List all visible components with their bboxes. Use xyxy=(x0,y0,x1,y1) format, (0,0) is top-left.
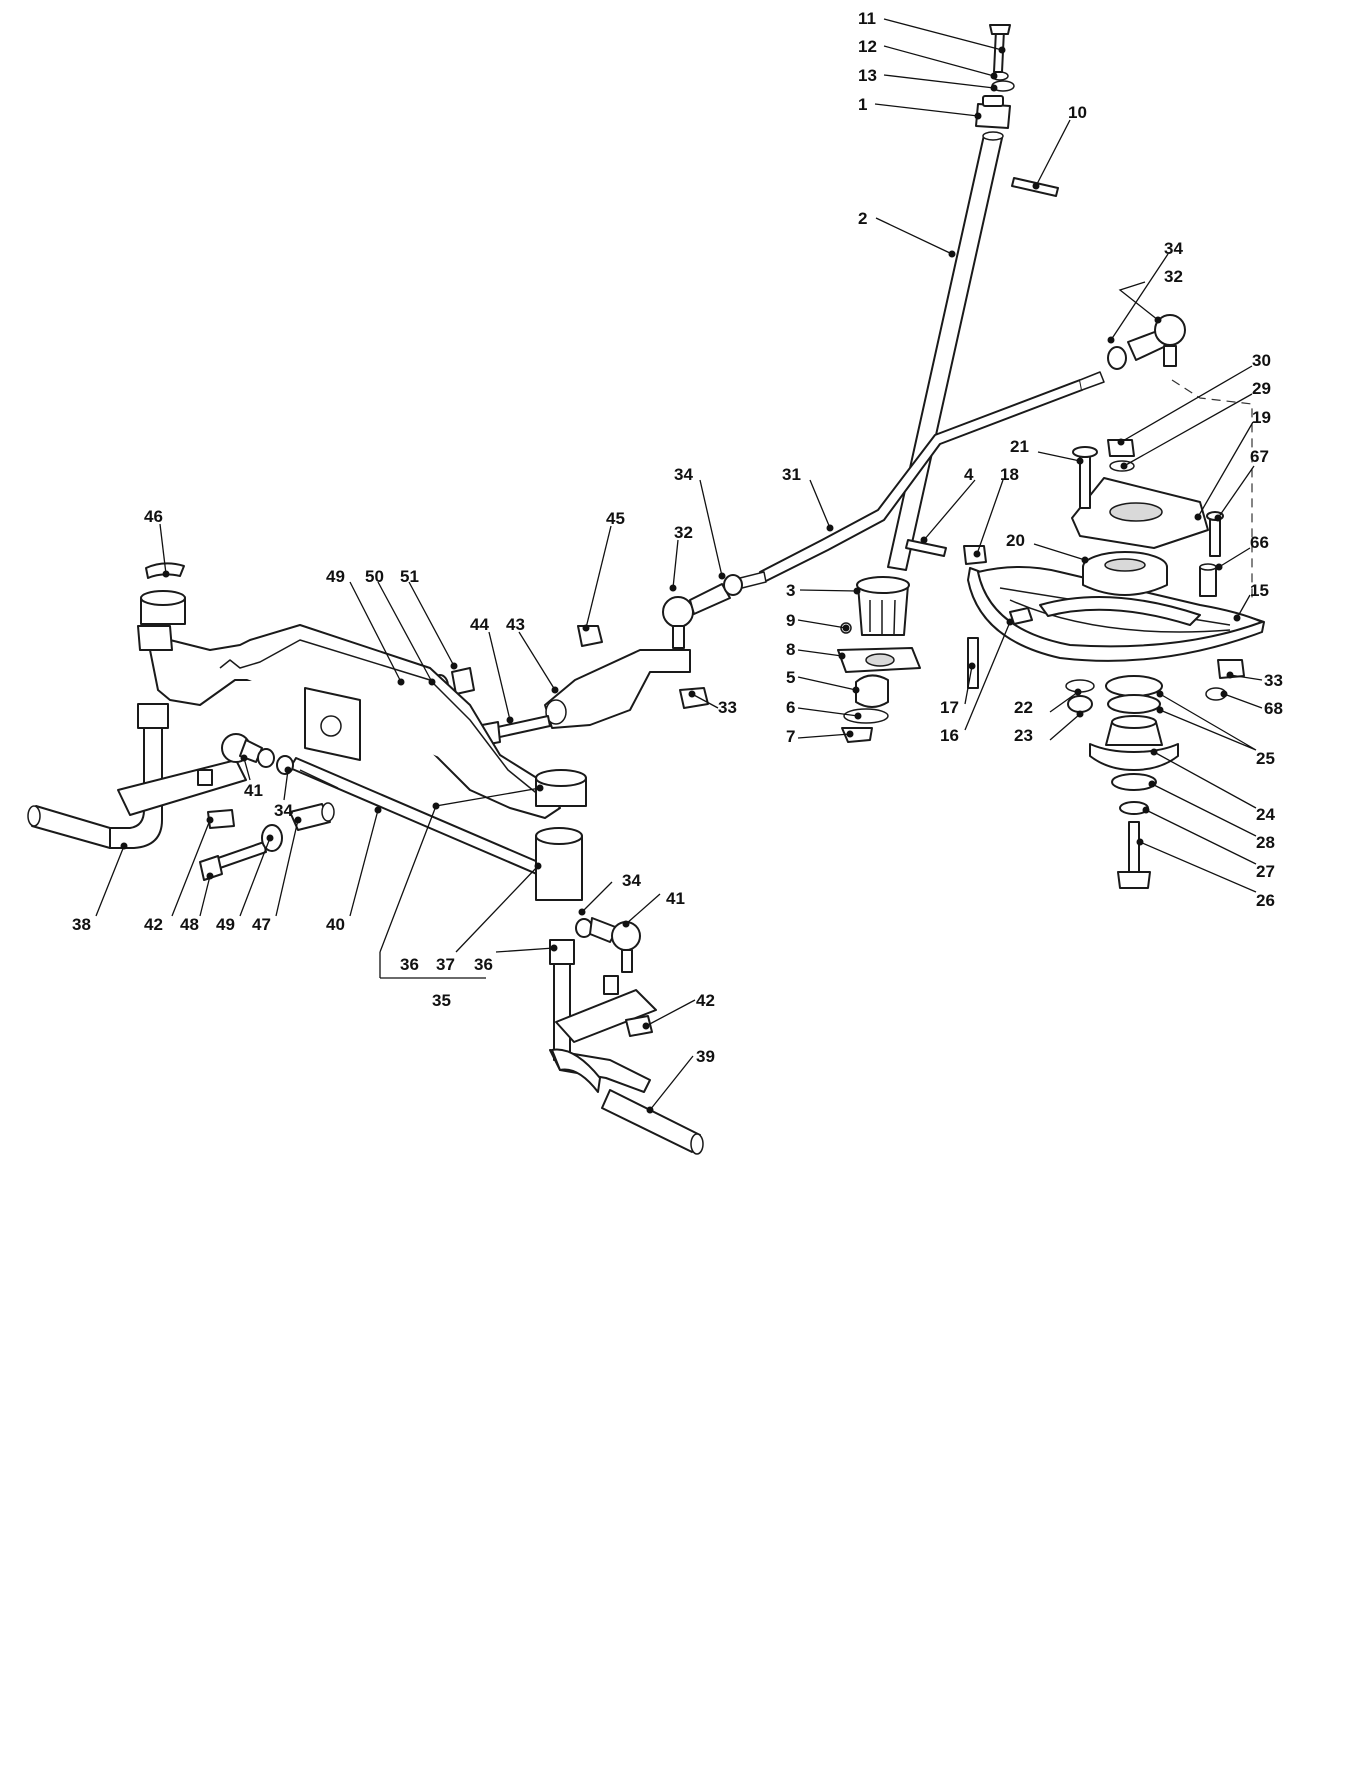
callout-40: 40 xyxy=(326,915,345,934)
callout-30: 30 xyxy=(1252,351,1271,370)
callout-68: 68 xyxy=(1264,699,1283,718)
callout-21: 21 xyxy=(1010,437,1029,456)
callout-24: 24 xyxy=(1256,805,1275,824)
bolt-67-spacer-66 xyxy=(1199,511,1224,597)
callout-36: 36 xyxy=(474,955,493,974)
callout-16: 16 xyxy=(940,726,959,745)
pinion-gear xyxy=(856,576,910,636)
pin-4 xyxy=(905,539,947,557)
leader-dots xyxy=(120,46,1241,1114)
left-spindle xyxy=(27,625,247,849)
callout-34: 34 xyxy=(1164,239,1183,258)
callout-2: 2 xyxy=(858,209,867,228)
callout-19: 19 xyxy=(1252,408,1271,427)
callout-12: 12 xyxy=(858,37,877,56)
callout-39: 39 xyxy=(696,1047,715,1066)
callout-1: 1 xyxy=(858,95,867,114)
callout-48: 48 xyxy=(180,915,199,934)
drag-link-rod xyxy=(739,371,1105,589)
sector-fasteners xyxy=(963,545,1245,701)
callout-66: 66 xyxy=(1250,533,1269,552)
callout-8: 8 xyxy=(786,640,795,659)
callout-18: 18 xyxy=(1000,465,1019,484)
ball-joint-right xyxy=(1107,314,1186,370)
callout-13: 13 xyxy=(858,66,877,85)
callout-32: 32 xyxy=(1164,267,1183,286)
callout-3: 3 xyxy=(786,581,795,600)
callout-labels: 11 12 13 1 10 2 34 32 30 29 19 21 67 34 … xyxy=(72,9,1283,1066)
front-axle-beam xyxy=(149,624,561,819)
column-top-hardware xyxy=(975,24,1015,129)
sector-bracket xyxy=(1071,439,1209,549)
callout-33: 33 xyxy=(1264,671,1283,690)
callout-44: 44 xyxy=(470,615,489,634)
callout-46: 46 xyxy=(144,507,163,526)
callout-28: 28 xyxy=(1256,833,1275,852)
parts-drawing xyxy=(27,24,1265,1155)
callout-36: 36 xyxy=(400,955,419,974)
callout-31: 31 xyxy=(782,465,801,484)
callout-33: 33 xyxy=(718,698,737,717)
callout-41: 41 xyxy=(666,889,685,908)
callout-7: 7 xyxy=(786,727,795,746)
callout-11: 11 xyxy=(858,9,876,28)
steering-column xyxy=(887,131,1004,571)
callout-51: 51 xyxy=(400,567,419,586)
callout-34: 34 xyxy=(622,871,641,890)
callout-27: 27 xyxy=(1256,862,1275,881)
callout-38: 38 xyxy=(72,915,91,934)
left-fasteners xyxy=(199,802,335,881)
callout-25: 25 xyxy=(1256,749,1275,768)
pinion-hardware xyxy=(837,622,921,743)
callout-5: 5 xyxy=(786,668,795,687)
callout-4: 4 xyxy=(964,465,974,484)
callout-6: 6 xyxy=(786,698,795,717)
callout-26: 26 xyxy=(1256,891,1275,910)
callout-9: 9 xyxy=(786,611,795,630)
callout-29: 29 xyxy=(1252,379,1271,398)
callout-50: 50 xyxy=(365,567,384,586)
steering-sector xyxy=(967,551,1265,662)
callout-41: 41 xyxy=(244,781,263,800)
ball-joint-left xyxy=(662,574,743,649)
callout-32: 32 xyxy=(674,523,693,542)
right-spindle xyxy=(535,827,704,1155)
callout-34: 34 xyxy=(674,465,693,484)
callout-67: 67 xyxy=(1250,447,1269,466)
callout-10: 10 xyxy=(1068,103,1087,122)
callout-23: 23 xyxy=(1014,726,1033,745)
callout-15: 15 xyxy=(1250,581,1269,600)
callout-22: 22 xyxy=(1014,698,1033,717)
callout-35: 35 xyxy=(432,991,451,1010)
callout-42: 42 xyxy=(144,915,163,934)
leader-lines xyxy=(95,18,1263,1111)
callout-43: 43 xyxy=(506,615,525,634)
callout-45: 45 xyxy=(606,509,625,528)
callout-34: 34 xyxy=(274,801,293,820)
callout-49: 49 xyxy=(326,567,345,586)
callout-20: 20 xyxy=(1006,531,1025,550)
callout-37: 37 xyxy=(436,955,455,974)
callout-17: 17 xyxy=(940,698,959,717)
callout-47: 47 xyxy=(252,915,271,934)
callout-49: 49 xyxy=(216,915,235,934)
alignment-line xyxy=(1171,379,1253,600)
callout-42: 42 xyxy=(696,991,715,1010)
